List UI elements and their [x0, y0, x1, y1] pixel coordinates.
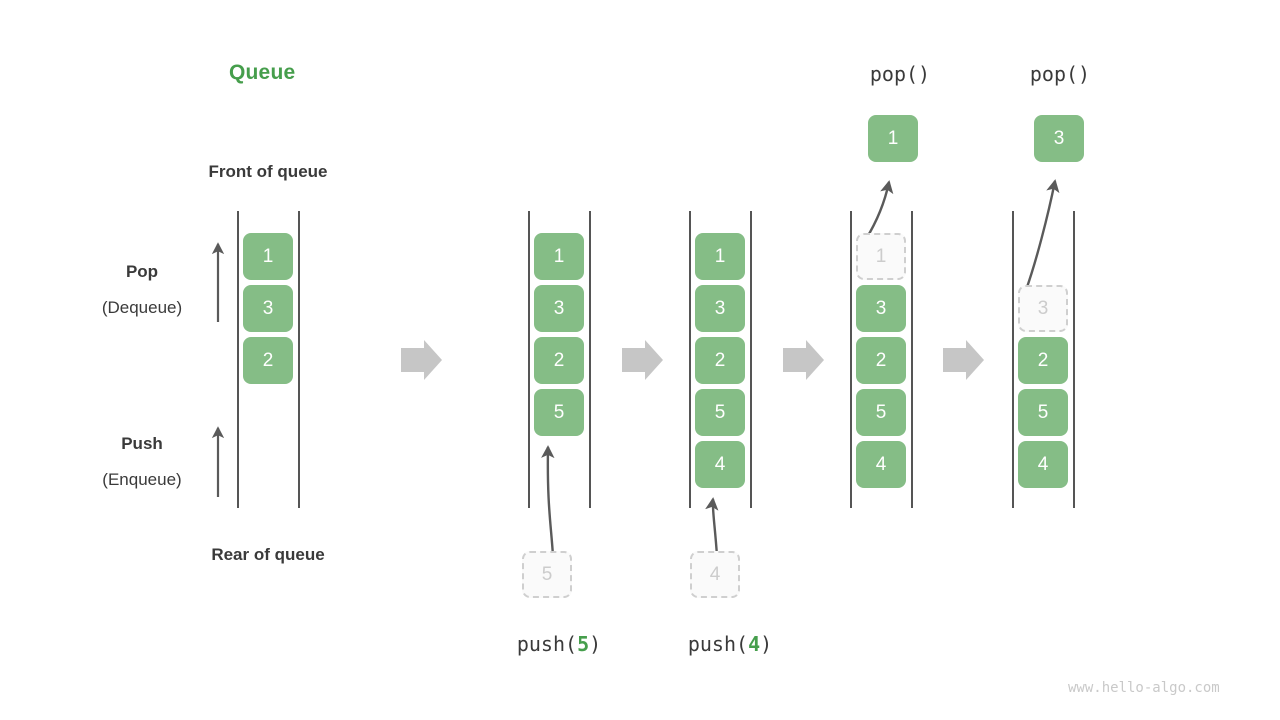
queue-cell-removed: 3 [1018, 285, 1068, 332]
transition-arrow-3 [783, 340, 824, 380]
pop3-motion-arrow [1024, 179, 1060, 291]
watermark: www.hello-algo.com [1068, 680, 1220, 696]
queue-rail-right-col2 [750, 211, 752, 508]
queue-cell: 5 [695, 389, 745, 436]
push4-caption: push(4) [650, 632, 810, 656]
queue-cell: 3 [243, 285, 293, 332]
push4-caption-arg: 4 [748, 632, 761, 656]
queue-cell: 2 [534, 337, 584, 384]
queue-cell: 4 [695, 441, 745, 488]
queue-rail-left-col0 [237, 211, 239, 508]
queue-cell: 1 [695, 233, 745, 280]
queue-cell: 3 [534, 285, 584, 332]
rear-of-queue-label: Rear of queue [211, 545, 325, 564]
pop-b-label: pop() [1029, 62, 1091, 86]
queue-cell: 2 [695, 337, 745, 384]
queue-cell: 3 [856, 285, 906, 332]
queue-rail-right-col1 [589, 211, 591, 508]
pop1-motion-arrow [864, 180, 894, 240]
transition-arrow-4 [943, 340, 984, 380]
push5-caption-suffix: ) [589, 632, 602, 656]
queue-rail-left-col2 [689, 211, 691, 508]
push4-caption-prefix: push( [687, 632, 749, 656]
queue-cell: 5 [534, 389, 584, 436]
queue-cell: 4 [1018, 441, 1068, 488]
popped-element: 1 [868, 115, 918, 162]
queue-rail-right-col3 [911, 211, 913, 508]
queue-rail-left-col3 [850, 211, 852, 508]
push4-caption-suffix: ) [760, 632, 773, 656]
queue-cell-removed: 1 [856, 233, 906, 280]
queue-cell: 4 [856, 441, 906, 488]
transition-arrow-2 [622, 340, 663, 380]
pending-push-element: 5 [522, 551, 572, 598]
queue-rail-left-col1 [528, 211, 530, 508]
pop-a-label: pop() [869, 62, 931, 86]
queue-rail-right-col0 [298, 211, 300, 508]
queue-cell: 2 [1018, 337, 1068, 384]
push-sublabel: (Enqueue) [102, 470, 182, 489]
pop-sublabel: (Dequeue) [101, 298, 183, 317]
push5-caption-arg: 5 [577, 632, 590, 656]
page-title: Queue [229, 61, 296, 84]
queue-cell: 3 [695, 285, 745, 332]
popped-element: 3 [1034, 115, 1084, 162]
queue-cell: 5 [1018, 389, 1068, 436]
queue-cell: 2 [856, 337, 906, 384]
queue-rail-right-col4 [1073, 211, 1075, 508]
push5-motion-arrow [541, 445, 555, 557]
pop-label: Pop [125, 262, 159, 281]
queue-cell: 5 [856, 389, 906, 436]
queue-cell: 1 [534, 233, 584, 280]
push-label: Push [121, 434, 163, 453]
push4-motion-arrow [705, 497, 719, 557]
push5-caption: push(5) [479, 632, 639, 656]
pending-push-element: 4 [690, 551, 740, 598]
queue-rail-left-col4 [1012, 211, 1014, 508]
push5-caption-prefix: push( [516, 632, 578, 656]
front-of-queue-label: Front of queue [208, 162, 328, 181]
queue-cell: 1 [243, 233, 293, 280]
queue-cell: 2 [243, 337, 293, 384]
transition-arrow-1 [401, 340, 442, 380]
